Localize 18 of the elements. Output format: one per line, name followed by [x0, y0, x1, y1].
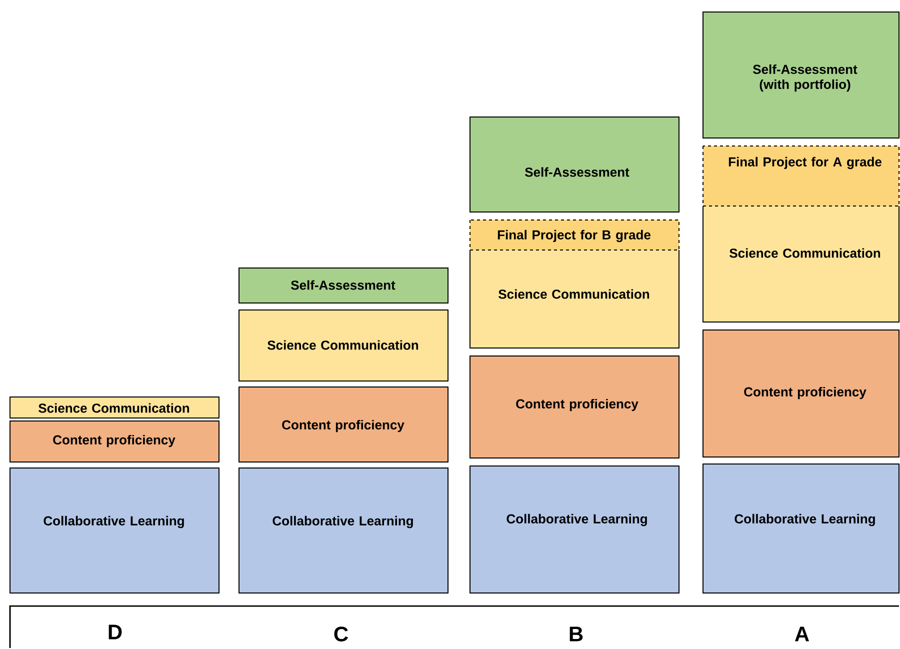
component-box: Science Communication — [702, 206, 900, 322]
component-box: Content proficiency — [470, 356, 680, 458]
component-box: Content proficiency — [10, 420, 220, 462]
component-box: Content proficiency — [702, 330, 900, 458]
component-box: Collaborative Learning — [470, 466, 680, 594]
component-box: Content proficiency — [238, 386, 448, 462]
dashed-band: Final Project for A grade — [702, 146, 900, 206]
grade-bar: D C B A — [9, 605, 899, 648]
component-box: Collaborative Learning — [10, 468, 220, 594]
component-box: Self-Assessment — [238, 268, 448, 304]
component-box: Self-Assessment (with portfolio) — [702, 12, 900, 138]
component-box: Collaborative Learning — [702, 464, 900, 594]
component-box: Science Communication — [238, 310, 448, 382]
component-box: Science Communication — [470, 250, 680, 348]
component-box: Collaborative Learning — [238, 468, 448, 594]
component-box: Self-Assessment — [470, 116, 680, 212]
component-box: Science Communication — [10, 396, 220, 418]
dashed-band: Final Project for B grade — [470, 220, 680, 250]
